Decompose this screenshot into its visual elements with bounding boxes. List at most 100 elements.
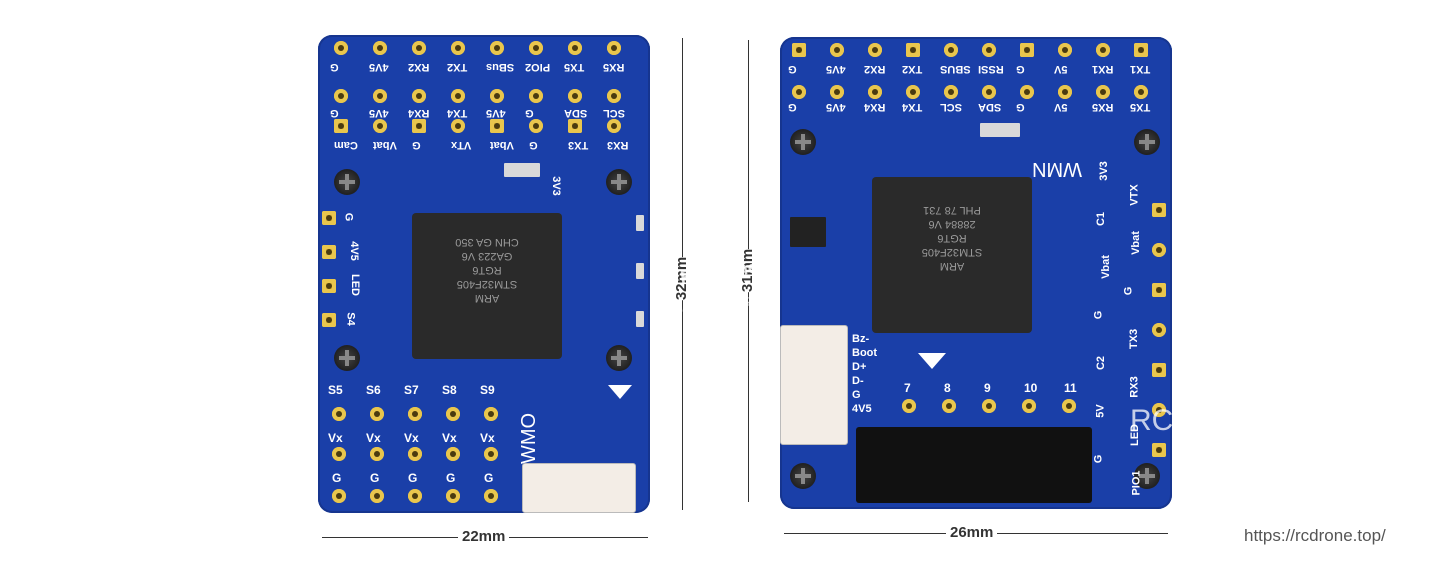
pad-label: TX1 bbox=[1130, 63, 1151, 75]
solder-pad bbox=[1152, 283, 1166, 297]
logo-chevron-icon bbox=[608, 385, 632, 399]
pad-label: SCL bbox=[940, 101, 962, 113]
pad-label: G bbox=[342, 212, 355, 222]
solder-pad bbox=[529, 41, 543, 55]
solder-pad bbox=[1020, 43, 1034, 57]
pad-label: TX3 bbox=[568, 139, 589, 151]
solder-pad bbox=[332, 407, 346, 421]
solder-pad bbox=[332, 489, 346, 503]
pad-label: G bbox=[788, 63, 797, 75]
crystal bbox=[504, 163, 540, 177]
pad-label: 4V5 bbox=[369, 107, 389, 119]
pad-label: Vbat bbox=[373, 139, 397, 151]
pad-label: SDA bbox=[978, 101, 1002, 113]
solder-pad bbox=[568, 41, 582, 55]
pad-label: Bz- bbox=[852, 333, 870, 345]
pad-label: RX1 bbox=[1092, 63, 1114, 75]
solder-pad bbox=[529, 119, 543, 133]
solder-pad bbox=[830, 85, 844, 99]
solder-pad bbox=[1152, 203, 1166, 217]
pad-label: Vbat bbox=[490, 139, 514, 151]
solder-pad bbox=[412, 41, 426, 55]
right-logo: WMN bbox=[1032, 158, 1082, 180]
pad-label: C2 bbox=[1095, 355, 1108, 371]
pad-label: 7 bbox=[904, 381, 911, 395]
pad-label: S6 bbox=[366, 383, 381, 397]
pad-label: TX2 bbox=[902, 63, 923, 75]
solder-pad bbox=[334, 119, 348, 133]
watermark-url: https://rcdrone.top/ bbox=[1244, 526, 1386, 545]
solder-pad bbox=[334, 41, 348, 55]
pad-label: G bbox=[529, 139, 538, 151]
badge-3v3: 3V3 bbox=[549, 176, 562, 196]
pad-label: RX3 bbox=[1128, 376, 1141, 398]
pad-label: SBUS bbox=[940, 63, 971, 75]
pad-label: Vx bbox=[480, 431, 495, 445]
solder-pad bbox=[484, 489, 498, 503]
screw-icon bbox=[606, 169, 632, 195]
pad-label: S5 bbox=[328, 383, 343, 397]
pad-label: SDA bbox=[564, 107, 588, 119]
pad-label: G bbox=[332, 471, 342, 485]
pad-label: 8 bbox=[944, 381, 951, 395]
pad-label: SCL bbox=[603, 107, 625, 119]
solder-pad bbox=[1022, 399, 1036, 413]
pad-label: D+ bbox=[852, 361, 867, 373]
pad-label: G bbox=[1092, 454, 1105, 464]
chip-line: RGT6 bbox=[472, 264, 502, 276]
solder-pad bbox=[1134, 43, 1148, 57]
solder-pad bbox=[906, 43, 920, 57]
pad-label: TX5 bbox=[1130, 101, 1151, 113]
pad-label: 4V5 bbox=[826, 101, 846, 113]
solder-pad bbox=[451, 41, 465, 55]
pad-label: Vx bbox=[366, 431, 381, 445]
solder-pad bbox=[906, 85, 920, 99]
chip-line: PHL 78 731 bbox=[923, 204, 981, 216]
pad-label: 3V3 bbox=[1097, 161, 1110, 181]
solder-pad bbox=[446, 447, 460, 461]
pad-label: RX4 bbox=[408, 107, 430, 119]
chip-line: STM32F405 bbox=[921, 246, 983, 258]
solder-pad bbox=[1152, 243, 1166, 257]
pad-label: TX3 bbox=[1128, 328, 1141, 350]
pad-label: VTX bbox=[1128, 184, 1141, 206]
smd-component bbox=[636, 311, 644, 327]
solder-pad bbox=[944, 85, 958, 99]
chip-line: GA223 V6 bbox=[461, 250, 513, 262]
pad-label: Vx bbox=[442, 431, 457, 445]
pad-label: G bbox=[525, 107, 534, 119]
pad-label: LED bbox=[349, 274, 361, 296]
screw-icon bbox=[790, 463, 816, 489]
solder-pad bbox=[607, 119, 621, 133]
pad-label: RX3 bbox=[607, 139, 629, 151]
screw-icon bbox=[1134, 463, 1160, 489]
solder-pad bbox=[408, 407, 422, 421]
solder-pad bbox=[1152, 323, 1166, 337]
pad-label: 4V5 bbox=[486, 107, 506, 119]
solder-pad bbox=[792, 43, 806, 57]
pad-label: G bbox=[788, 101, 797, 113]
pad-label: S9 bbox=[480, 383, 495, 397]
left-width-label: 22mm bbox=[458, 528, 510, 545]
chip-line: 28884 V6 bbox=[928, 218, 976, 230]
pad-label: RSSI bbox=[978, 63, 1004, 75]
pad-label: PIO1 bbox=[1130, 470, 1143, 496]
solder-pad bbox=[322, 279, 336, 293]
pad-label: 4V5 bbox=[852, 403, 872, 415]
watermark-brand: RCDrone bbox=[1130, 404, 1256, 437]
right-mcu-chip bbox=[872, 177, 1032, 333]
right-jst-connector bbox=[780, 325, 848, 445]
solder-pad bbox=[322, 313, 336, 327]
right-mcu-marking: ARM STM32F405 RGT6 28884 V6 PHL 78 731 bbox=[880, 203, 1024, 273]
pad-label: 5V bbox=[1094, 404, 1107, 418]
pad-label: Vx bbox=[404, 431, 419, 445]
pad-label: C1 bbox=[1095, 211, 1108, 227]
solder-pad bbox=[830, 43, 844, 57]
smd-component bbox=[636, 263, 644, 279]
solder-pad bbox=[568, 89, 582, 103]
pin-header bbox=[856, 427, 1092, 503]
pad-label: S4 bbox=[344, 312, 357, 326]
solder-pad bbox=[529, 89, 543, 103]
